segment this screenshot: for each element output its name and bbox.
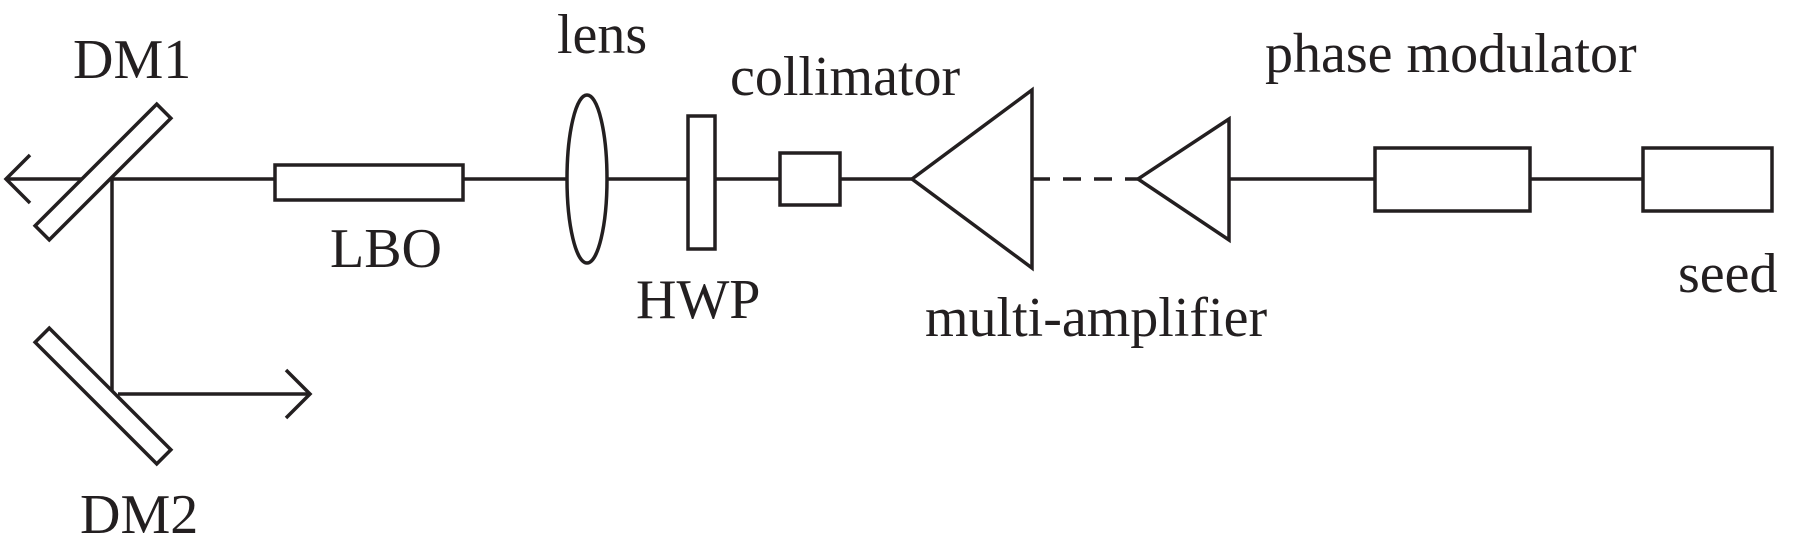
amplifier-small-icon (1134, 115, 1231, 244)
output-arrow-right-icon (284, 368, 313, 420)
phase-modulator-element (1373, 146, 1532, 213)
label-phase-modulator: phase modulator (1265, 23, 1637, 85)
lbo-crystal (273, 163, 465, 202)
label-dm2: DM2 (80, 484, 198, 546)
dm2-mirror (32, 325, 174, 467)
lens-element (565, 93, 609, 265)
seed-element (1641, 146, 1774, 213)
label-lbo: LBO (330, 218, 442, 280)
label-dm1: DM1 (73, 29, 191, 91)
label-collimator: collimator (730, 46, 961, 108)
collimator-element (778, 151, 842, 207)
label-multi-amplifier: multi-amplifier (925, 287, 1267, 349)
output-arrow-left-icon (3, 153, 32, 205)
label-lens: lens (557, 4, 647, 66)
label-hwp: HWP (636, 269, 760, 331)
amplifier-large-icon (909, 86, 1034, 272)
label-seed: seed (1678, 243, 1778, 305)
dm1-mirror (32, 101, 174, 243)
hwp-plate (686, 114, 717, 251)
